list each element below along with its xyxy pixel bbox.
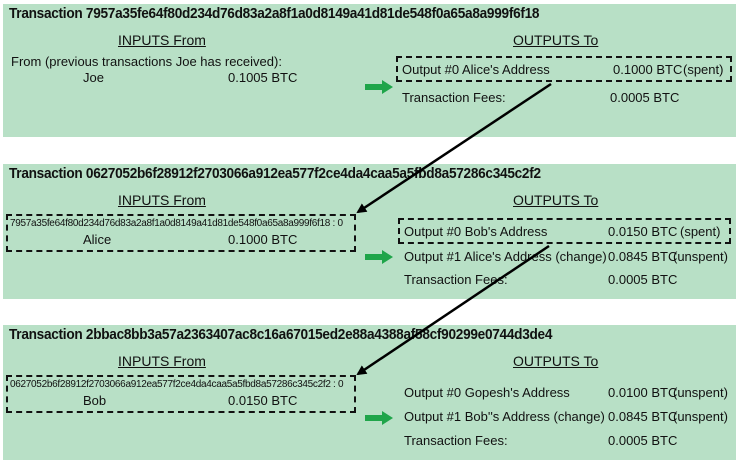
fees-label: Transaction Fees: (404, 433, 508, 448)
output-amount: 0.0845 BTC (608, 409, 678, 424)
output-amount: 0.0845 BTC (608, 249, 678, 264)
output-label: Output #1 Bob''s Address (change) (404, 409, 605, 424)
input-box (6, 375, 356, 413)
output-box (396, 56, 732, 82)
transaction-panel-2: Transaction 0627052b6f28912f2703066a912e… (3, 164, 736, 299)
input-amount: 0.0150 BTC (228, 393, 298, 408)
green-arrow-icon (365, 250, 393, 264)
green-arrow-icon (365, 80, 393, 94)
transaction-title: Transaction 2bbac8bb3a57a2363407ac8c16a6… (9, 327, 553, 343)
input-owner: Bob (83, 393, 107, 408)
input-reference: 0627052b6f28912f2703066a912ea577f2ce4da4… (10, 379, 344, 390)
output-box (398, 218, 731, 244)
fees-label: Transaction Fees: (402, 90, 506, 105)
input-box (6, 214, 356, 252)
input-reference: 7957a35fe64f80d234d76d83a2a8f1a0d8149a41… (10, 218, 343, 229)
output-status: (unspent) (673, 409, 728, 424)
output-label: Output #0 Alice's Address (402, 62, 550, 77)
input-amount: 0.1000 BTC (228, 232, 298, 247)
transaction-title: Transaction 0627052b6f28912f2703066a912e… (9, 166, 541, 182)
input-owner: Alice (83, 232, 112, 247)
inputs-header: INPUTS From (118, 32, 206, 48)
outputs-header: OUTPUTS To (513, 32, 599, 48)
input-reference: From (previous transactions Joe has rece… (11, 54, 282, 69)
output-amount: 0.0100 BTC (608, 385, 678, 400)
green-arrow-icon (365, 411, 393, 425)
output-status: (spent) (680, 224, 721, 239)
output-status: (unspent) (673, 249, 728, 264)
output-label: Output #0 Bob's Address (404, 224, 548, 239)
output-label: Output #1 Alice's Address (change) (404, 249, 607, 264)
input-owner: Joe (83, 70, 104, 85)
transaction-panel-3: Transaction 2bbac8bb3a57a2363407ac8c16a6… (3, 325, 736, 460)
outputs-header: OUTPUTS To (513, 353, 599, 369)
fees-amount: 0.0005 BTC (608, 272, 678, 287)
fees-amount: 0.0005 BTC (608, 433, 678, 448)
input-amount: 0.1005 BTC (228, 70, 298, 85)
fees-amount: 0.0005 BTC (610, 90, 680, 105)
transaction-title: Transaction 7957a35fe64f80d234d76d83a2a8… (9, 6, 540, 22)
output-amount: 0.1000 BTC (613, 62, 683, 77)
output-status: (unspent) (673, 385, 728, 400)
inputs-header: INPUTS From (118, 192, 206, 208)
output-label: Output #0 Gopesh's Address (404, 385, 570, 400)
fees-label: Transaction Fees: (404, 272, 508, 287)
output-status: (spent) (683, 62, 724, 77)
outputs-header: OUTPUTS To (513, 192, 599, 208)
output-amount: 0.0150 BTC (608, 224, 678, 239)
transaction-panel-1: Transaction 7957a35fe64f80d234d76d83a2a8… (3, 4, 736, 137)
inputs-header: INPUTS From (118, 353, 206, 369)
